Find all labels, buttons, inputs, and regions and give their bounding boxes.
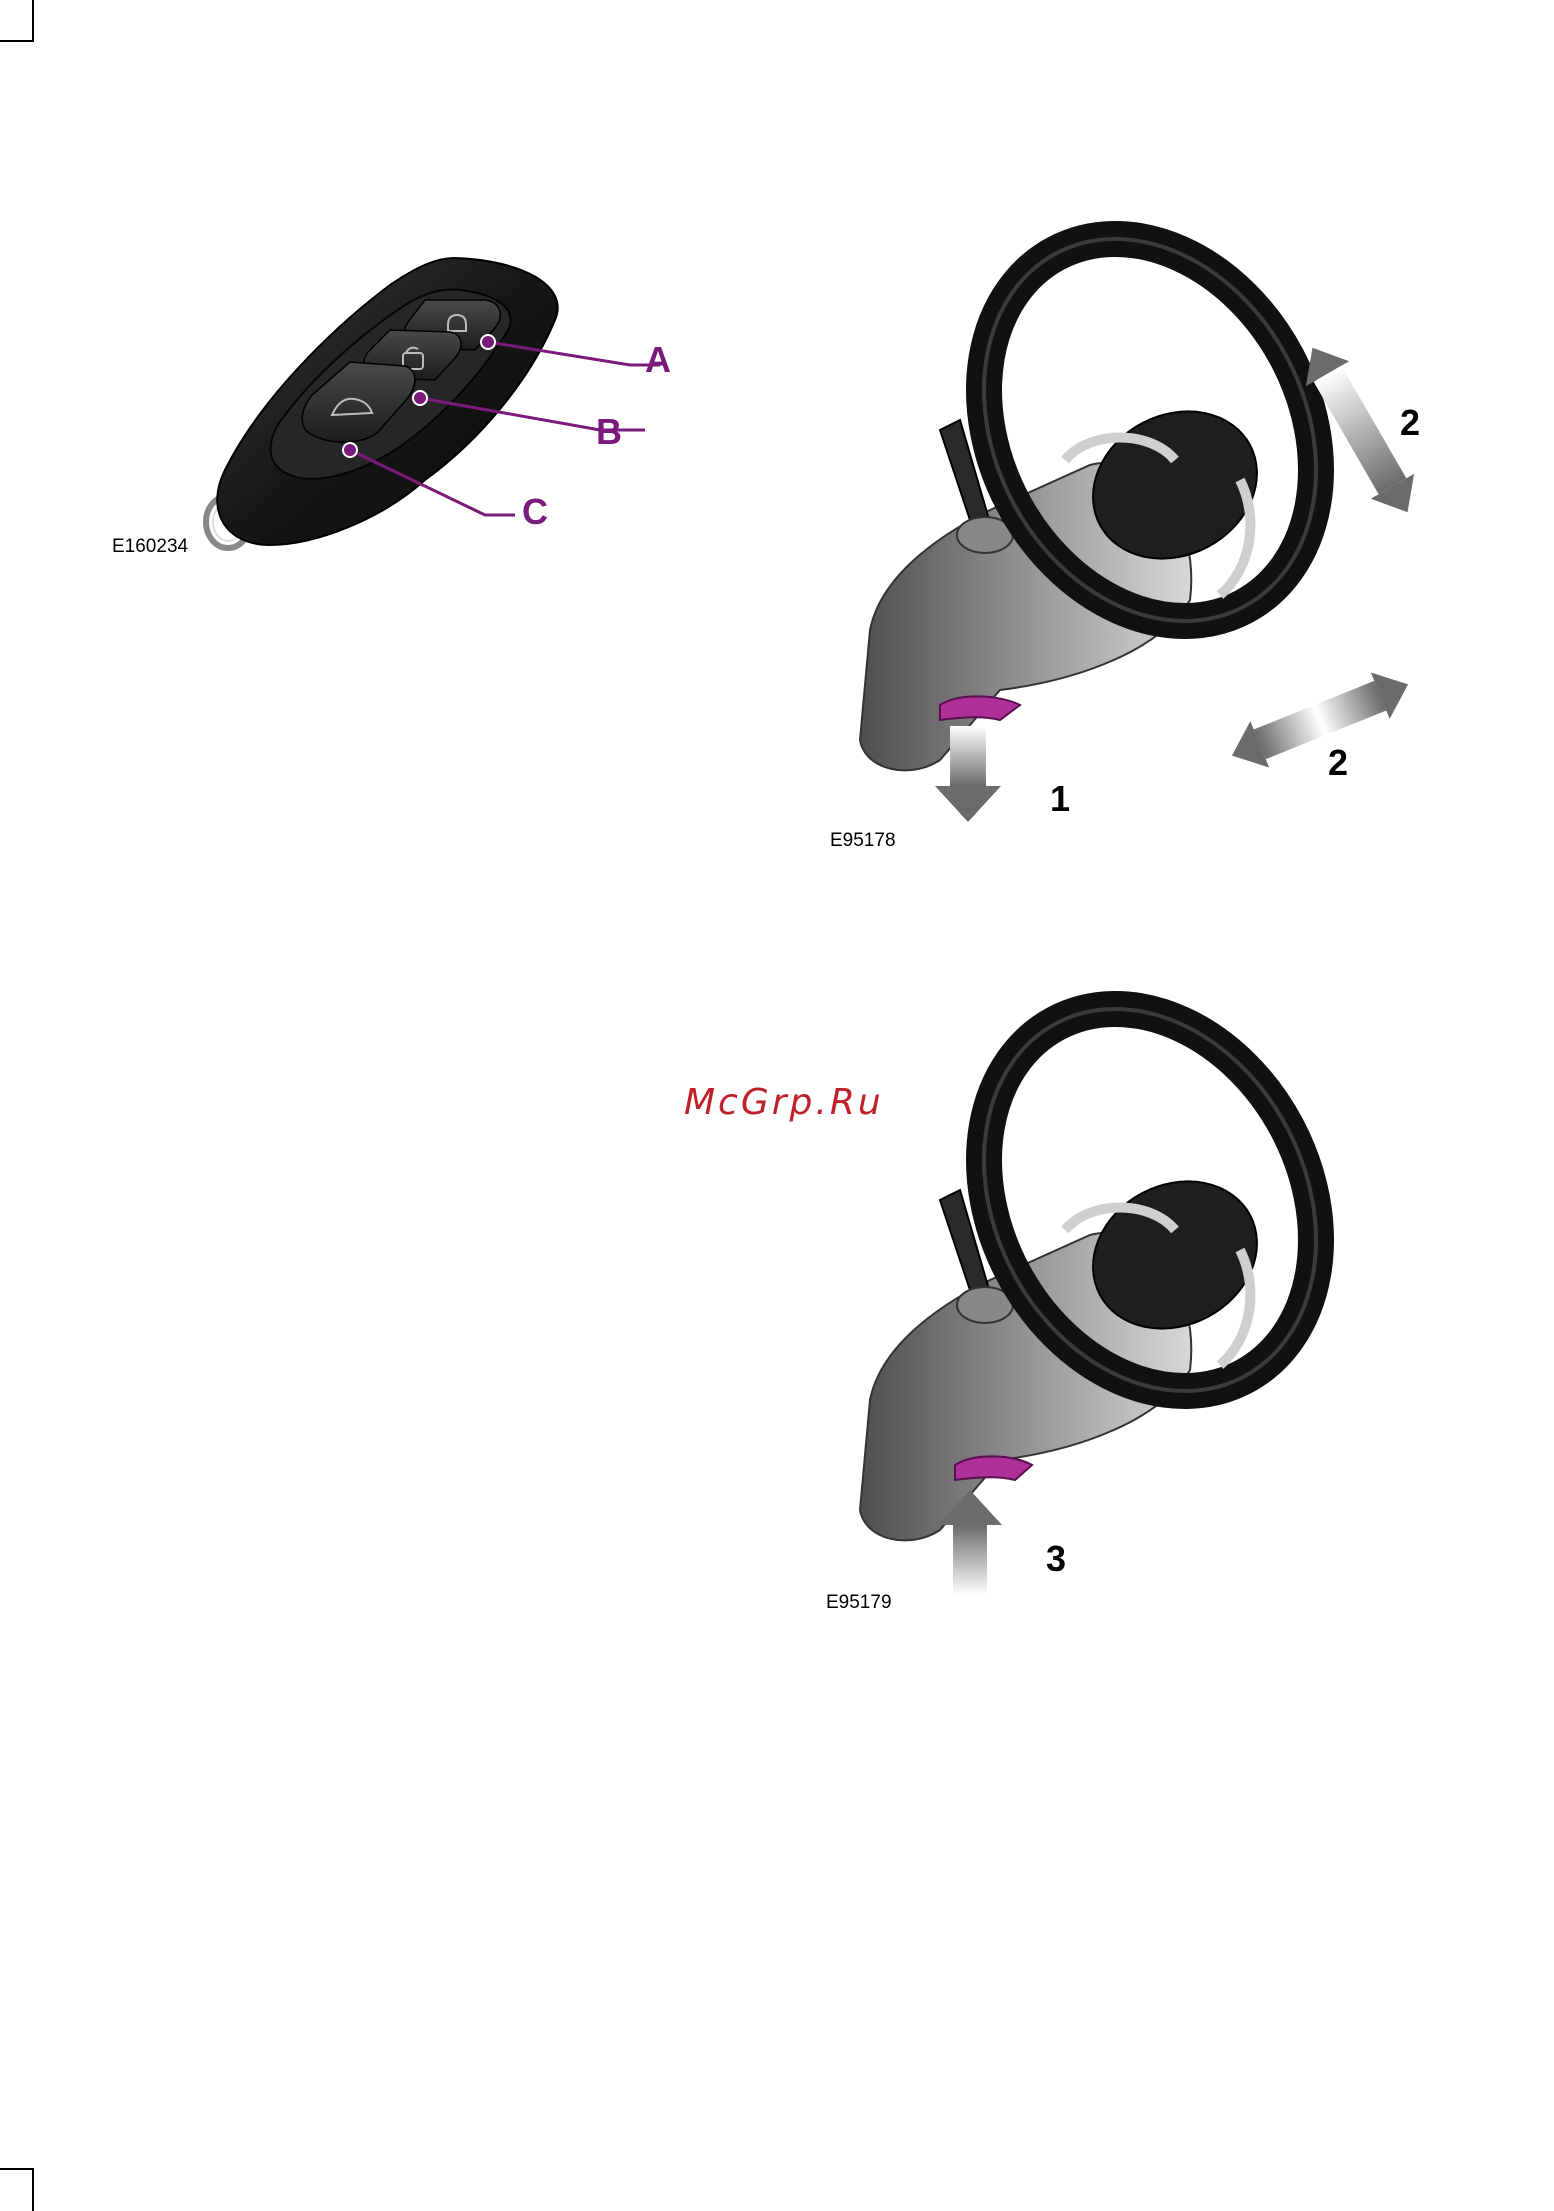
arrow-telescope-icon bbox=[1223, 661, 1418, 779]
column-release-lever bbox=[940, 696, 1020, 720]
crop-mark-top-left-h bbox=[0, 40, 34, 42]
step-2-telescope-label: 2 bbox=[1328, 742, 1348, 784]
step-3-label: 3 bbox=[1046, 1538, 1066, 1580]
callout-a-label: A bbox=[645, 339, 671, 381]
figure-id-steering-lock: E95179 bbox=[826, 1592, 892, 1614]
key-fob-figure: A B C E160234 bbox=[100, 240, 700, 580]
key-fob-illustration bbox=[100, 240, 700, 580]
callout-c-label: C bbox=[522, 491, 548, 533]
step-2-tilt-label: 2 bbox=[1400, 402, 1420, 444]
crop-mark-bottom-left-h bbox=[0, 2168, 34, 2170]
figure-id-steering-unlock: E95178 bbox=[830, 830, 896, 852]
crop-mark-top-left-v bbox=[32, 0, 34, 40]
steering-unlock-figure: 1 2 2 bbox=[820, 250, 1440, 870]
steering-lock-illustration bbox=[820, 1010, 1440, 1630]
step-1-label: 1 bbox=[1050, 778, 1070, 820]
figure-id-key-fob: E160234 bbox=[112, 536, 188, 558]
column-release-lever bbox=[955, 1456, 1032, 1480]
steering-lock-figure: 3 bbox=[820, 1010, 1440, 1630]
crop-mark-bottom-left-v bbox=[32, 2168, 34, 2211]
callout-b-label: B bbox=[596, 411, 622, 453]
